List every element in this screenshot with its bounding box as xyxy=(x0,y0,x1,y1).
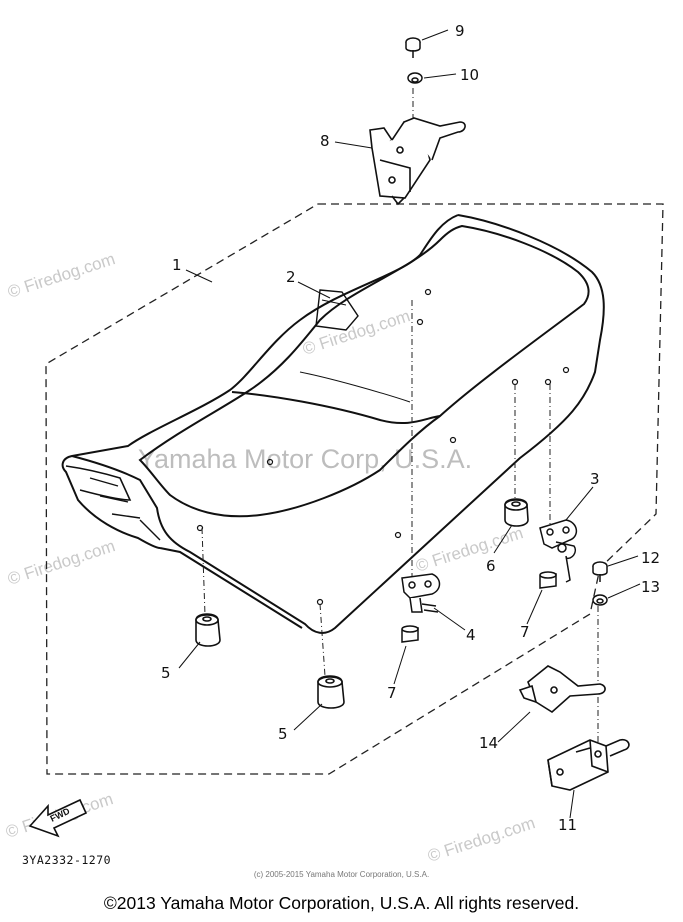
washer-13 xyxy=(592,594,608,606)
callout-5: 5 xyxy=(278,725,288,743)
callout-14: 14 xyxy=(479,734,498,752)
assembly-lines xyxy=(201,88,599,745)
seat xyxy=(61,214,605,634)
bolt-9 xyxy=(405,37,421,58)
bracket-4 xyxy=(401,573,441,613)
damper-5 xyxy=(317,675,345,709)
callout-13: 13 xyxy=(641,578,660,596)
callout-5: 5 xyxy=(161,664,171,682)
damper-6 xyxy=(504,498,529,527)
assembly-outline xyxy=(45,203,664,775)
hook-14 xyxy=(518,665,606,713)
callout-2: 2 xyxy=(286,268,296,286)
part-code: 3YA2332-1270 xyxy=(22,853,112,867)
callout-1: 1 xyxy=(172,256,182,274)
callout-3: 3 xyxy=(590,470,600,488)
watermark-firedog: © Firedog.com xyxy=(5,249,117,302)
footer-copyright: ©2013 Yamaha Motor Corporation, U.S.A. A… xyxy=(103,893,580,913)
watermark-firedog: © Firedog.com xyxy=(425,813,537,866)
callout-8: 8 xyxy=(320,132,330,150)
leader-lines xyxy=(178,29,641,819)
watermark-yamaha: Yamaha Motor Corp, U.S.A. xyxy=(138,444,472,474)
seat-lock-8 xyxy=(369,117,466,206)
callout-6: 6 xyxy=(486,557,496,575)
lock-11 xyxy=(547,738,630,791)
callout-10: 10 xyxy=(460,66,479,84)
callout-4: 4 xyxy=(466,626,476,644)
watermark-firedog: © Firedog.com xyxy=(413,523,525,576)
nut-7 xyxy=(539,571,557,589)
callout-12: 12 xyxy=(641,549,660,567)
callout-11: 11 xyxy=(558,816,577,834)
damper-5 xyxy=(195,613,221,647)
bolt-12 xyxy=(592,561,608,582)
small-copyright: (c) 2005-2015 Yamaha Motor Corporation, … xyxy=(253,870,430,879)
watermark-firedog: © Firedog.com xyxy=(5,536,117,589)
callout-9: 9 xyxy=(455,22,465,40)
washer-10 xyxy=(407,72,423,84)
callout-7: 7 xyxy=(387,684,397,702)
nut-7 xyxy=(401,625,419,643)
callout-7: 7 xyxy=(520,623,530,641)
bracket-3 xyxy=(539,519,578,583)
